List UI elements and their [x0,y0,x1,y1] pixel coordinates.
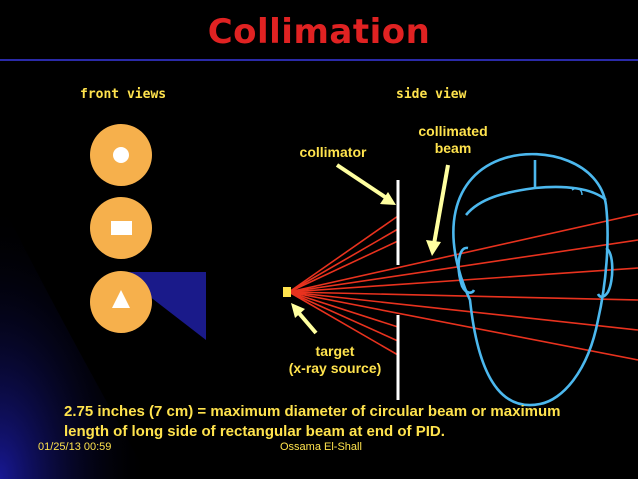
target-label-line2: (x-ray source) [288,360,382,376]
slide-title: Collimation [207,12,431,52]
circle-icon [113,147,129,163]
rectangle-icon [111,221,132,235]
caption-line2: length of long side of rectangular beam … [64,423,445,440]
front-view-triangle-aperture [90,271,152,333]
collimated-beam-pointer-arrow [426,164,450,256]
caption-line1: 2.75 inches (7 cm) = maximum diameter of… [64,403,561,420]
side-view-heading: side view [396,87,467,102]
collimator-pointer-arrow [335,163,396,205]
beam-rays [288,213,638,361]
triangle-icon [112,290,130,308]
head-outline [452,152,614,407]
front-views-heading: front views [80,87,167,102]
caption: 2.75 inches (7 cm) = maximum diameter of… [64,402,612,442]
collimator-label: collimator [299,144,367,160]
target-label: target (x-ray source) [280,343,390,377]
collimated-beam-label-line1: collimated [418,123,488,139]
target-label-line1: target [315,343,355,359]
background-glow [0,200,150,479]
collimated-beam-label: collimated beam [406,123,500,157]
target-pointer-arrow [291,303,318,335]
collimated-beam-label-line2: beam [434,140,472,156]
footer-date: 01/25/13 00:59 [38,441,112,453]
front-view-rectangle-aperture [90,197,152,259]
front-view-circle-aperture [90,124,152,186]
x-ray-source [283,287,291,297]
footer-author: Ossama El-Shall [280,441,362,453]
